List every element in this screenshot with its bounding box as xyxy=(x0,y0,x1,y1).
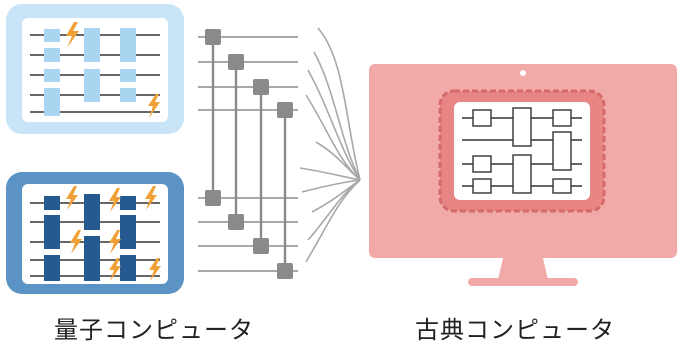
lightning-bolt-icon xyxy=(66,186,161,281)
quantum-chip-dark xyxy=(6,172,184,294)
quantum-chip-dark-gates xyxy=(44,194,136,281)
classical-gates xyxy=(472,107,572,194)
connector-nodes xyxy=(205,29,293,279)
connector-vertical-lines xyxy=(211,37,287,271)
monitor-camera xyxy=(520,70,526,76)
qubit-connector-ladder xyxy=(198,29,298,279)
quantum-chip-light xyxy=(6,4,184,134)
monitor-icon xyxy=(369,64,677,286)
quantum-computer-label: 量子コンピュータ xyxy=(54,316,254,344)
monitor-neck xyxy=(498,258,548,280)
monitor-stand xyxy=(468,278,578,286)
lightning-bolt-icon xyxy=(66,22,160,118)
quantum-chip-light-gates xyxy=(44,28,136,116)
classical-computer-label: 古典コンピュータ xyxy=(415,316,615,344)
converging-signal-curves xyxy=(299,27,361,263)
